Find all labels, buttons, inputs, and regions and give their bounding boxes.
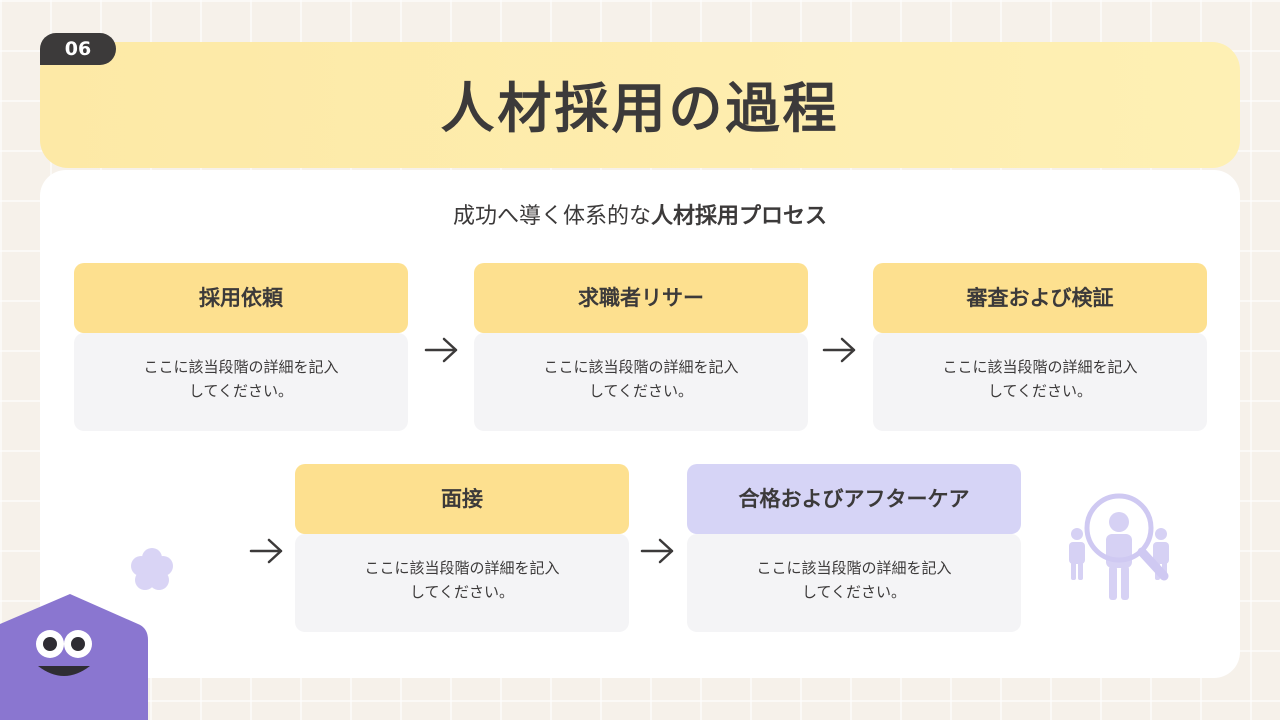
step-2-desc-line1: ここに該当段階の詳細を記入	[543, 358, 739, 376]
step-4-title: 面接	[295, 464, 629, 534]
step-5: 合格およびアフターケア ここに該当段階の詳細を記入 してください。	[687, 464, 1021, 632]
page-number-badge: 06	[40, 33, 116, 65]
step-5-description: ここに該当段階の詳細を記入 してください。	[687, 534, 1021, 632]
step-4-desc-line2: してください。	[409, 583, 515, 601]
step-5-desc-line1: ここに該当段階の詳細を記入	[756, 559, 952, 577]
arrow-right-icon	[640, 538, 674, 564]
step-4-description: ここに該当段階の詳細を記入 してください。	[295, 534, 629, 632]
flower-icon	[131, 548, 173, 590]
step-2: 求職者リサー ここに該当段階の詳細を記入 してください。	[474, 263, 808, 431]
step-5-desc-line2: してください。	[801, 583, 907, 601]
step-2-title: 求職者リサー	[474, 263, 808, 333]
step-3-description: ここに該当段階の詳細を記入 してください。	[873, 333, 1207, 431]
step-4-desc-line1: ここに該当段階の詳細を記入	[364, 559, 560, 577]
step-2-description: ここに該当段階の詳細を記入 してください。	[474, 333, 808, 431]
step-1: 採用依頼 ここに該当段階の詳細を記入 してください。	[74, 263, 408, 431]
title-band: 人材採用の過程	[40, 42, 1240, 168]
mascot-icon	[0, 594, 148, 720]
subtitle: 成功へ導く体系的な人材採用プロセス	[40, 198, 1240, 230]
people-search-icon	[1069, 493, 1169, 600]
step-3-title: 審査および検証	[873, 263, 1207, 333]
process-card: 成功へ導く体系的な人材採用プロセス 採用依頼 ここに該当段階の詳細を記入 してく…	[40, 170, 1240, 678]
subtitle-bold: 人材採用プロセス	[651, 204, 828, 229]
step-5-title: 合格およびアフターケア	[687, 464, 1021, 534]
subtitle-regular: 成功へ導く体系的な	[452, 204, 651, 229]
step-1-desc-line1: ここに該当段階の詳細を記入	[143, 358, 339, 376]
step-3: 審査および検証 ここに該当段階の詳細を記入 してください。	[873, 263, 1207, 431]
step-3-desc-line2: してください。	[987, 382, 1093, 400]
page-title: 人材採用の過程	[440, 77, 840, 140]
step-4: 面接 ここに該当段階の詳細を記入 してください。	[295, 464, 629, 632]
arrow-right-icon	[249, 538, 283, 564]
step-2-desc-line2: してください。	[588, 382, 694, 400]
arrow-right-icon	[424, 337, 458, 363]
step-3-desc-line1: ここに該当段階の詳細を記入	[942, 358, 1138, 376]
step-1-desc-line2: してください。	[188, 382, 294, 400]
arrow-right-icon	[822, 337, 856, 363]
step-1-title: 採用依頼	[74, 263, 408, 333]
step-1-description: ここに該当段階の詳細を記入 してください。	[74, 333, 408, 431]
